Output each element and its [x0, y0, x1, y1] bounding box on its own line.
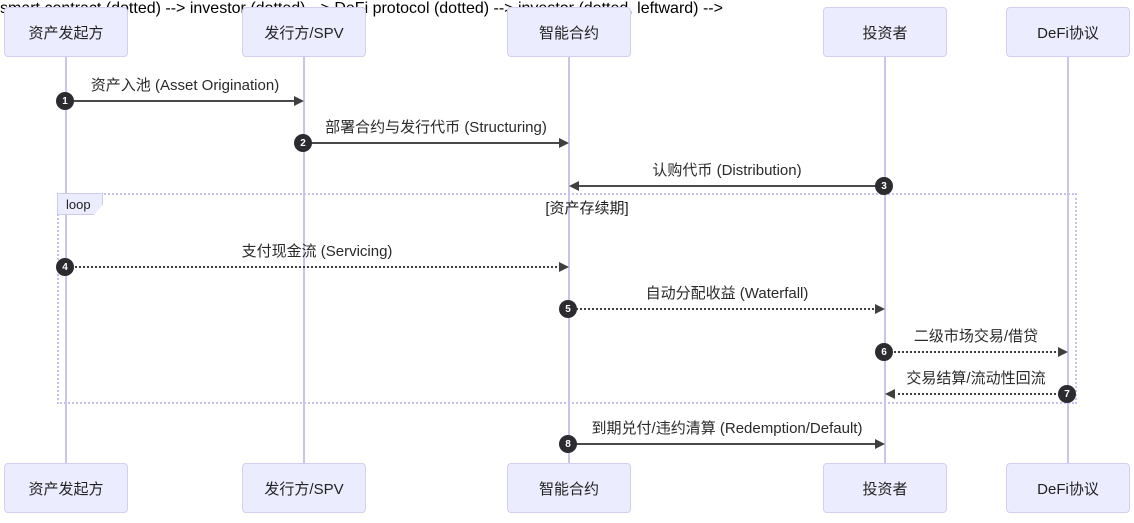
- lifeline-smart-contract: [568, 57, 570, 463]
- message-2-line: [304, 142, 561, 144]
- message-4-line: [66, 266, 561, 268]
- loop-keyword-tag: loop: [57, 193, 103, 215]
- actor-bottom-issuer-spv: 发行方/SPV: [242, 463, 366, 513]
- message-6-line: [885, 351, 1060, 353]
- actor-top-defi-protocol: DeFi协议: [1006, 7, 1130, 57]
- message-3-line: [577, 185, 885, 187]
- message-4-number-badge: 4: [56, 258, 74, 276]
- message-8-line: [569, 443, 877, 445]
- arrowhead-left-icon: [885, 389, 895, 399]
- message-2-label: 部署合约与发行代币 (Structuring): [325, 119, 547, 136]
- actor-bottom-defi-protocol: DeFi协议: [1006, 463, 1130, 513]
- actor-bottom-investor: 投资者: [823, 463, 947, 513]
- arrowhead-right-icon: [1058, 347, 1068, 357]
- lifeline-defi-protocol: [1067, 57, 1069, 463]
- loop-condition-label: [资产存续期]: [545, 200, 629, 217]
- message-1-label: 资产入池 (Asset Origination): [90, 77, 280, 94]
- message-3-number-badge: 3: [875, 177, 893, 195]
- arrowhead-right-icon: [875, 439, 885, 449]
- arrowhead-right-icon: [875, 304, 885, 314]
- message-4-label: 支付现金流 (Servicing): [241, 243, 393, 260]
- actor-top-investor: 投资者: [823, 7, 947, 57]
- arrowhead-right-icon: [559, 138, 569, 148]
- message-1-number-badge: 1: [56, 92, 74, 110]
- lifeline-issuer-spv: [303, 57, 305, 463]
- message-8-label: 到期兑付/违约清算 (Redemption/Default): [591, 420, 863, 437]
- message-7-line: [893, 393, 1068, 395]
- message-5-number-badge: 5: [559, 300, 577, 318]
- message-1-line: [66, 100, 296, 102]
- actor-top-asset-originator: 资产发起方: [4, 7, 128, 57]
- lifeline-investor: [884, 57, 886, 463]
- message-7-number-badge: 7: [1058, 385, 1076, 403]
- actor-top-smart-contract: 智能合约: [507, 7, 631, 57]
- arrowhead-left-icon: [569, 181, 579, 191]
- loop-frame: [57, 193, 1077, 404]
- arrowhead-right-icon: [559, 262, 569, 272]
- message-7-label: 交易结算/流动性回流: [906, 370, 1046, 387]
- actor-bottom-asset-originator: 资产发起方: [4, 463, 128, 513]
- message-6-number-badge: 6: [875, 343, 893, 361]
- actor-bottom-smart-contract: 智能合约: [507, 463, 631, 513]
- arrowhead-right-icon: [294, 96, 304, 106]
- message-8-number-badge: 8: [559, 435, 577, 453]
- actor-top-issuer-spv: 发行方/SPV: [242, 7, 366, 57]
- message-3-label: 认购代币 (Distribution): [652, 162, 802, 179]
- message-5-line: [569, 308, 877, 310]
- message-6-label: 二级市场交易/借贷: [913, 328, 1039, 345]
- message-2-number-badge: 2: [294, 134, 312, 152]
- message-5-label: 自动分配收益 (Waterfall): [645, 285, 809, 302]
